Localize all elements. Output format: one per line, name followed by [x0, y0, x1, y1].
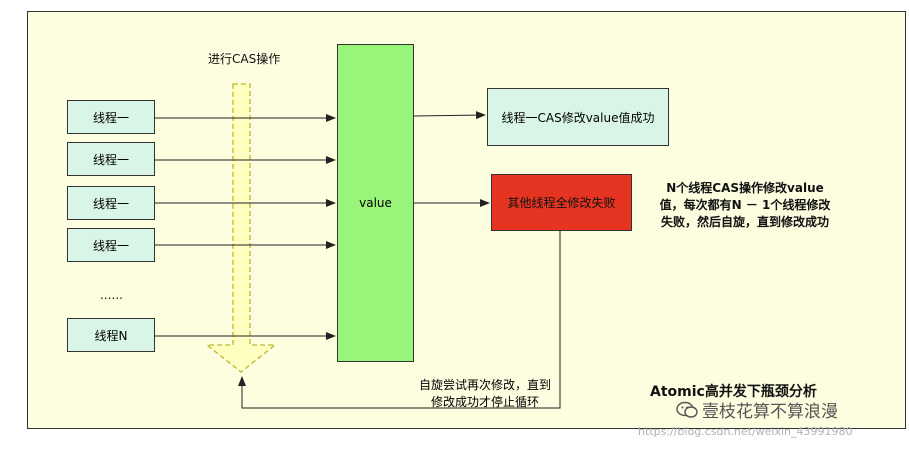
- watermark: 壹枝花算不算浪漫: [676, 397, 838, 422]
- cas-operation-arrow: [205, 83, 277, 373]
- value-label: value: [359, 196, 392, 210]
- success-box: 线程一CAS修改value值成功: [487, 88, 669, 146]
- success-label: 线程一CAS修改value值成功: [501, 110, 655, 125]
- thread-box: 线程一: [67, 142, 155, 176]
- note-line: 值，每次都有N － 1个线程修改: [659, 198, 831, 212]
- success-arrow: [413, 111, 486, 120]
- thread-box: 线程一: [67, 100, 155, 134]
- thread-box: 线程一: [67, 186, 155, 220]
- fail-box: 其他线程全修改失败: [491, 174, 632, 231]
- note-line: 失败，然后自旋，直到修改成功: [660, 215, 829, 229]
- diagram-canvas: [27, 11, 906, 429]
- retry-line: 自旋尝试再次修改，直到: [418, 378, 551, 392]
- watermark-brand: 壹枝花算不算浪漫: [702, 402, 838, 422]
- note-line: N个线程CAS操作修改value: [666, 181, 824, 195]
- value-box: value: [337, 44, 414, 362]
- cas-operation-label: 进行CAS操作: [208, 52, 281, 66]
- retry-loop-arrow: [238, 231, 561, 409]
- thread-ellipsis: ......: [100, 288, 123, 302]
- watermark-url: https://blog.csdn.net/weixin_43991980: [638, 425, 853, 438]
- fail-label: 其他线程全修改失败: [507, 196, 616, 210]
- wechat-icon: [676, 401, 698, 418]
- thread-box-n: 线程N: [67, 318, 155, 352]
- explanation-note: N个线程CAS操作修改value 值，每次都有N － 1个线程修改 失败，然后自…: [650, 180, 840, 231]
- retry-note: 自旋尝试再次修改，直到 修改成功才停止循环: [405, 377, 565, 411]
- retry-line: 修改成功才停止循环: [430, 395, 539, 409]
- thread-box: 线程一: [67, 228, 155, 262]
- diagram-title: Atomic高并发下瓶颈分析: [650, 384, 817, 400]
